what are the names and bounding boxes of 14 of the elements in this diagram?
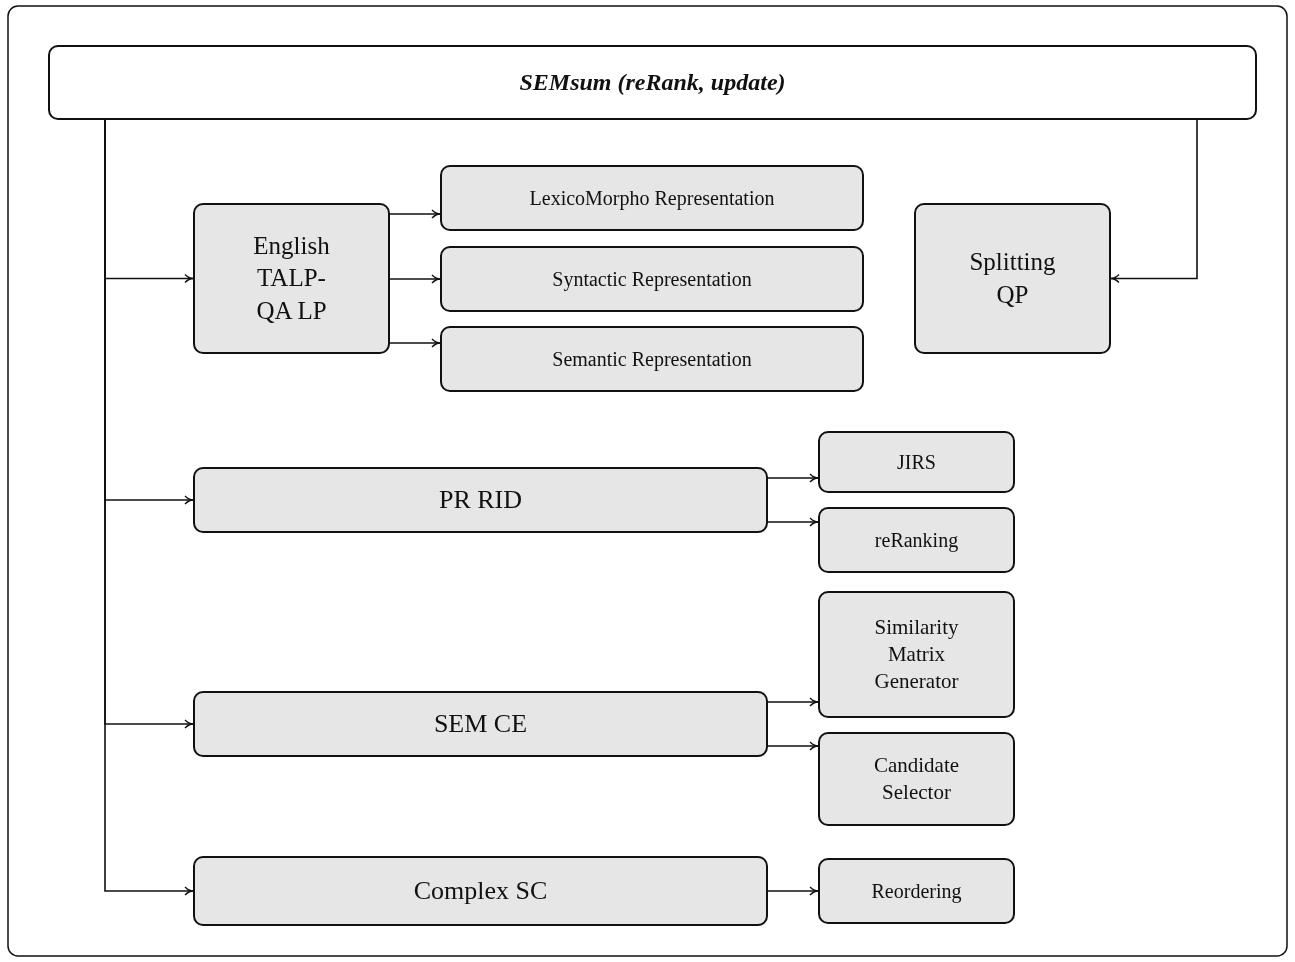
process-box: English TALP-QA LP (193, 203, 390, 354)
process-box: LexicoMorpho Representation (440, 165, 864, 231)
process-box: PR RID (193, 467, 768, 533)
process-box: Semantic Representation (440, 326, 864, 392)
title-box: SEMsum (reRank, update) (48, 45, 1257, 120)
process-box: Similarity Matrix Generator (818, 591, 1015, 718)
process-box: Complex SC (193, 856, 768, 926)
process-box: JIRS (818, 431, 1015, 493)
process-box: reRanking (818, 507, 1015, 573)
process-box: Reordering (818, 858, 1015, 924)
process-box: Syntactic Representation (440, 246, 864, 312)
process-box: Candidate Selector (818, 732, 1015, 826)
process-box: Splitting QP (914, 203, 1111, 354)
process-box: SEM CE (193, 691, 768, 757)
